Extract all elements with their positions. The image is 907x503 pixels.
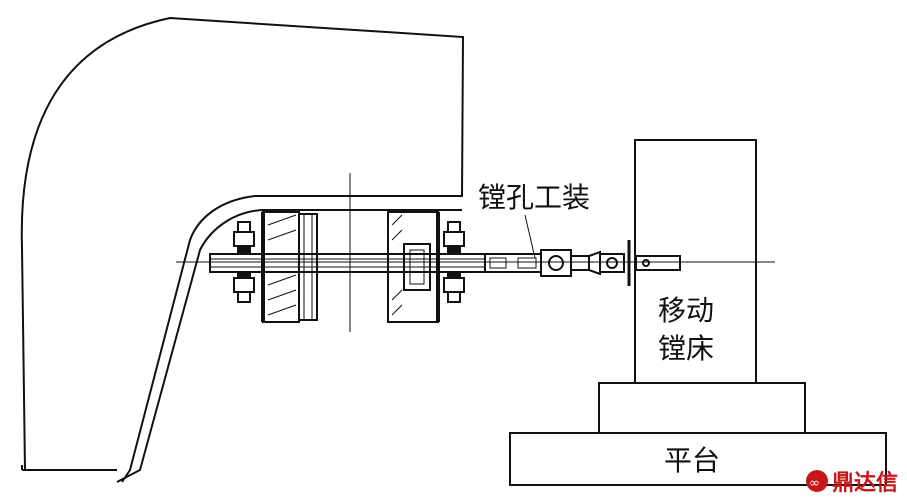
right-flange-hatch [391, 214, 403, 316]
label-leader [524, 214, 536, 259]
watermark-logo: ∞ 鼎达信 [806, 470, 898, 496]
boring-bar [209, 253, 486, 273]
watermark-icon [806, 470, 828, 492]
label-mobile-boring-1: 移动 [658, 294, 714, 327]
left-bolt-group [233, 221, 255, 303]
watermark-text: 鼎达信 [832, 470, 898, 496]
watermark-icon-glyph: ∞ [809, 476, 820, 491]
tooling-chain [484, 240, 681, 286]
label-platform: 平台 [664, 444, 720, 477]
label-mobile-boring-2: 镗床 [658, 332, 714, 365]
platform-block [509, 432, 887, 486]
center-lines [176, 173, 775, 332]
left-flange-hatch [267, 214, 297, 316]
curved-housing [20, 16, 465, 483]
right-bolt-group [443, 221, 465, 303]
machine-base [598, 382, 806, 434]
label-boring-fixture: 镗孔工装 [478, 181, 590, 214]
